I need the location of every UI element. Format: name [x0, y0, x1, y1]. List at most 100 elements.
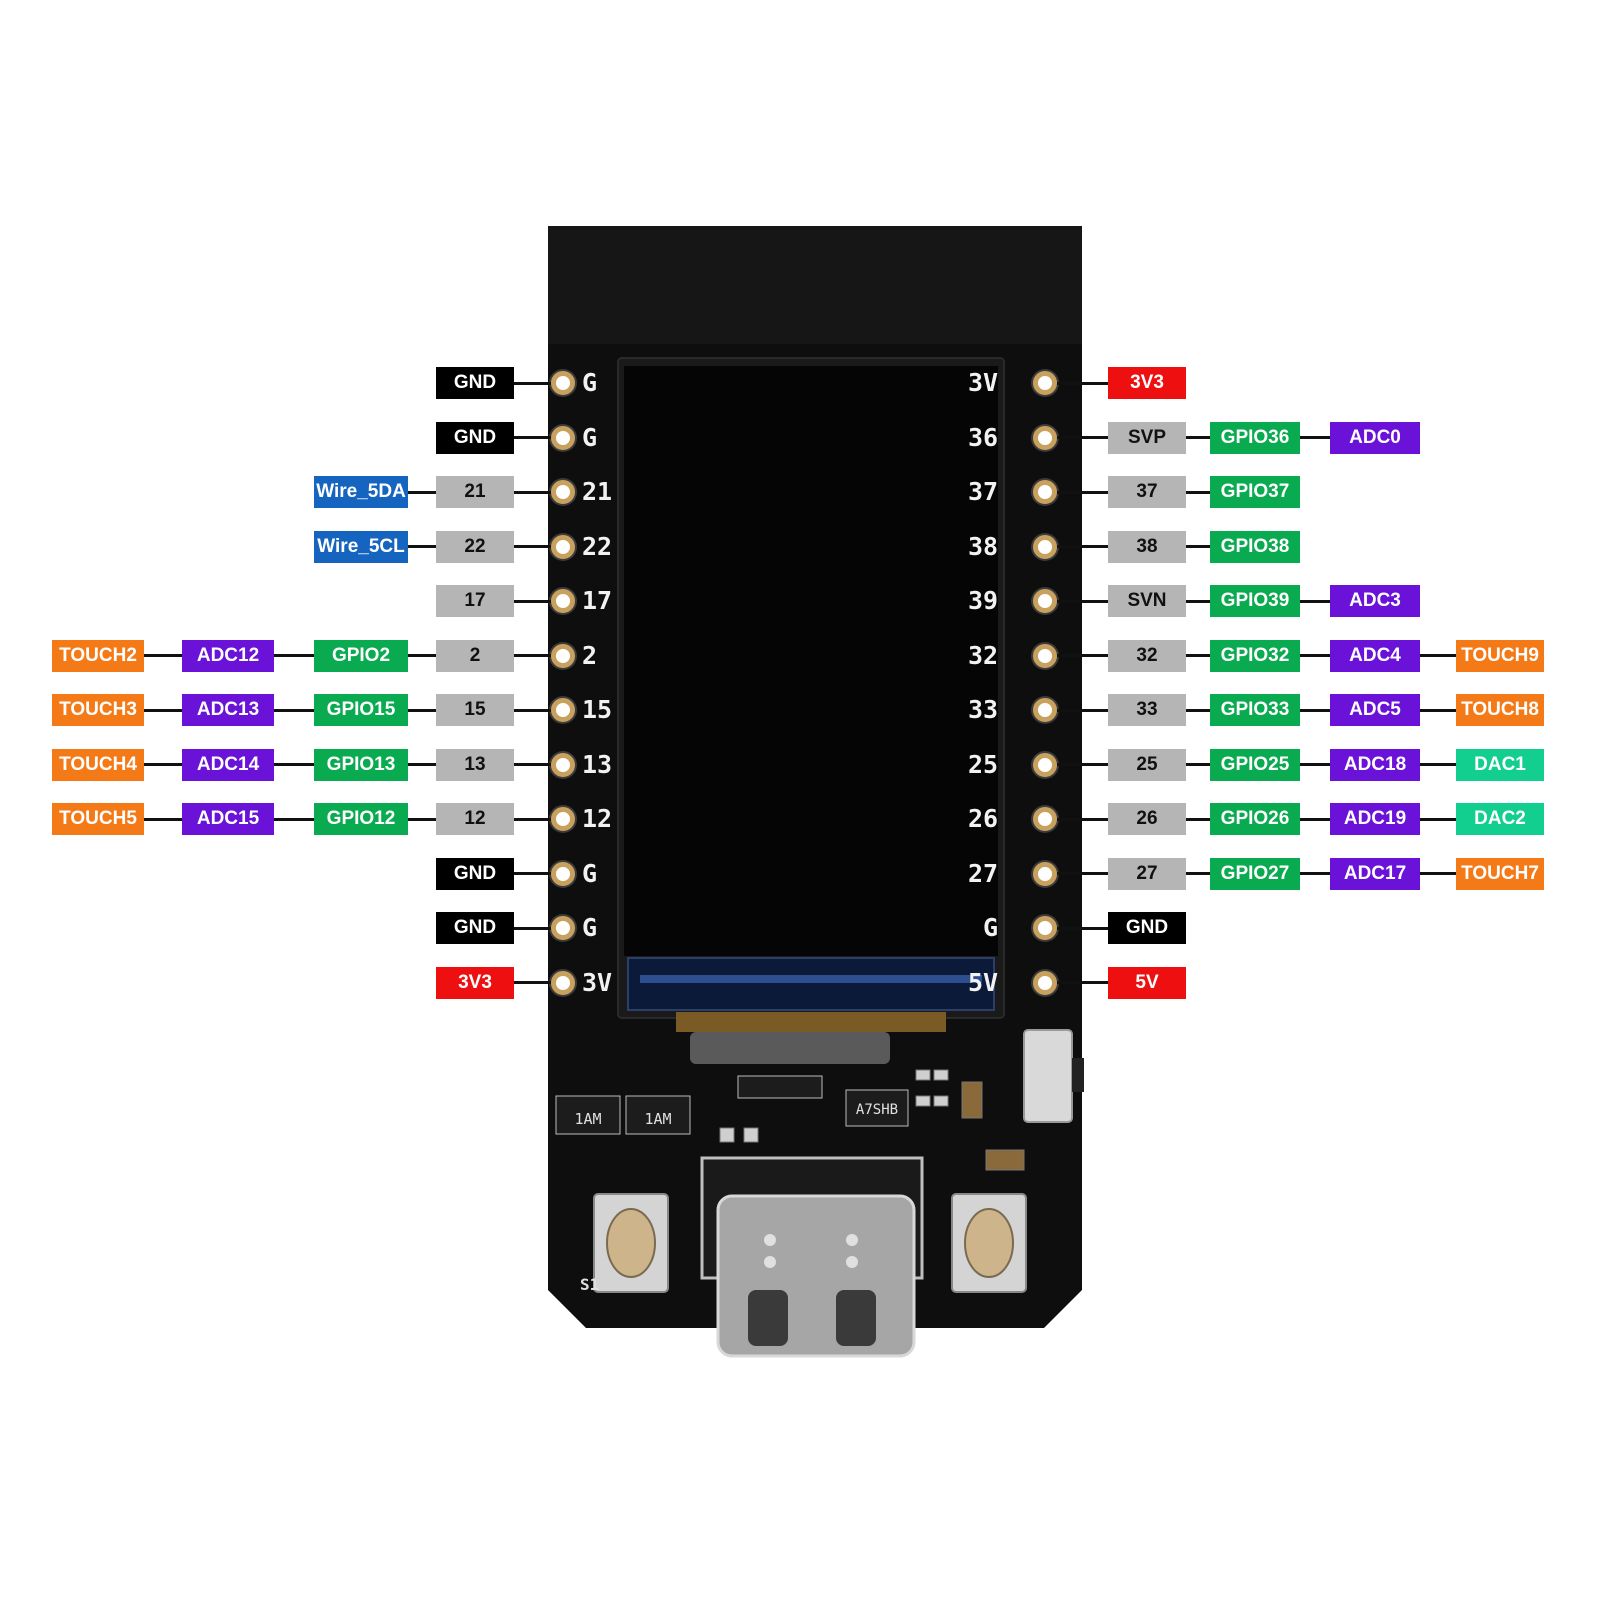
right-silk-label: 25: [968, 751, 998, 779]
left-pin_number-label: 21: [436, 476, 514, 508]
right-connector-line: [1186, 491, 1210, 494]
right-connector-line: [1057, 382, 1108, 385]
right-pin-pad: [1033, 644, 1057, 668]
right-pin-pad: [1033, 698, 1057, 722]
right-connector-line: [1186, 709, 1210, 712]
left-pin_number-label: 15: [436, 694, 514, 726]
left-connector-line: [514, 927, 551, 930]
left-gpio-label: GPIO13: [314, 749, 408, 781]
left-silk-label: 17: [582, 587, 612, 615]
right-silk-label: 5V: [968, 969, 998, 997]
left-pin-pad: [551, 426, 575, 450]
right-pin_number-label: 37: [1108, 476, 1186, 508]
right-connector-line: [1057, 927, 1108, 930]
left-connector-line: [274, 654, 314, 657]
left-gnd-label: GND: [436, 858, 514, 890]
right-connector-line: [1057, 545, 1108, 548]
left-connector-line: [514, 600, 551, 603]
left-connector-line: [408, 545, 436, 548]
left-adc-label: ADC13: [182, 694, 274, 726]
right-connector-line: [1186, 872, 1210, 875]
right-adc-label: ADC18: [1330, 749, 1420, 781]
left-connector-line: [274, 818, 314, 821]
right-pin-pad: [1033, 916, 1057, 940]
right-gpio-label: GPIO32: [1210, 640, 1300, 672]
right-gpio-label: GPIO26: [1210, 803, 1300, 835]
left-connector-line: [408, 654, 436, 657]
right-silk-label: 37: [968, 478, 998, 506]
right-connector-line: [1057, 872, 1108, 875]
right-pin-pad: [1033, 480, 1057, 504]
display-screen: [624, 366, 998, 956]
left-silk-label: G: [582, 424, 597, 452]
right-connector-line: [1186, 600, 1210, 603]
left-connector-line: [514, 818, 551, 821]
right-silk-label: 39: [968, 587, 998, 615]
right-pin-pad: [1033, 862, 1057, 886]
left-pin_number-label: 17: [436, 585, 514, 617]
right-connector-line: [1186, 545, 1210, 548]
right-connector-line: [1300, 600, 1330, 603]
power-switch: [1024, 1030, 1072, 1122]
left-connector-line: [144, 709, 182, 712]
left-silk-label: 15: [582, 696, 612, 724]
left-wire-label: Wire_5DA: [314, 476, 408, 508]
right-pin_number-label: 25: [1108, 749, 1186, 781]
left-gpio-label: GPIO15: [314, 694, 408, 726]
right-connector-line: [1057, 763, 1108, 766]
left-pin_number-label: 13: [436, 749, 514, 781]
left-pin-pad: [551, 971, 575, 995]
right-adc-label: ADC3: [1330, 585, 1420, 617]
right-connector-line: [1300, 872, 1330, 875]
right-pin-pad: [1033, 371, 1057, 395]
right-gpio-label: GPIO38: [1210, 531, 1300, 563]
right-touch-label: TOUCH8: [1456, 694, 1544, 726]
left-gpio-label: GPIO2: [314, 640, 408, 672]
right-connector-line: [1057, 436, 1108, 439]
left-silk-label: 22: [582, 533, 612, 561]
right-gpio-label: GPIO37: [1210, 476, 1300, 508]
right-pin_number-label: 38: [1108, 531, 1186, 563]
right-silk-label: 38: [968, 533, 998, 561]
right-connector-line: [1057, 709, 1108, 712]
right-connector-line: [1420, 872, 1456, 875]
left-power-label: 3V3: [436, 967, 514, 999]
right-connector-line: [1186, 436, 1210, 439]
right-connector-line: [1057, 654, 1108, 657]
right-connector-line: [1300, 818, 1330, 821]
left-touch-label: TOUCH3: [52, 694, 144, 726]
right-connector-line: [1057, 491, 1108, 494]
display-flex-strip: [628, 958, 994, 1010]
left-gnd-label: GND: [436, 422, 514, 454]
right-silk-label: 36: [968, 424, 998, 452]
right-gpio-label: GPIO39: [1210, 585, 1300, 617]
left-pin-pad: [551, 480, 575, 504]
left-connector-line: [274, 763, 314, 766]
boot-button: [594, 1194, 668, 1292]
left-pin-pad: [551, 589, 575, 613]
chip-label-1: 1AM: [574, 1110, 601, 1128]
right-connector-line: [1300, 654, 1330, 657]
flex-connector: [676, 1012, 946, 1032]
left-touch-label: TOUCH2: [52, 640, 144, 672]
left-connector-line: [514, 382, 551, 385]
right-dac-label: DAC2: [1456, 803, 1544, 835]
right-connector-line: [1420, 654, 1456, 657]
switch-knob: [1072, 1058, 1084, 1092]
left-connector-line: [514, 709, 551, 712]
left-connector-line: [514, 654, 551, 657]
left-silk-label: 13: [582, 751, 612, 779]
chip-label-3: A7SHB: [856, 1102, 898, 1118]
right-pin-pad: [1033, 753, 1057, 777]
left-connector-line: [408, 763, 436, 766]
right-connector-line: [1300, 436, 1330, 439]
right-gpio-label: GPIO36: [1210, 422, 1300, 454]
right-power-label: 3V3: [1108, 367, 1186, 399]
left-pin_number-label: 12: [436, 803, 514, 835]
right-pin-pad: [1033, 535, 1057, 559]
left-adc-label: ADC14: [182, 749, 274, 781]
left-connector-line: [514, 491, 551, 494]
right-pin_number-label: SVN: [1108, 585, 1186, 617]
right-connector-line: [1186, 818, 1210, 821]
